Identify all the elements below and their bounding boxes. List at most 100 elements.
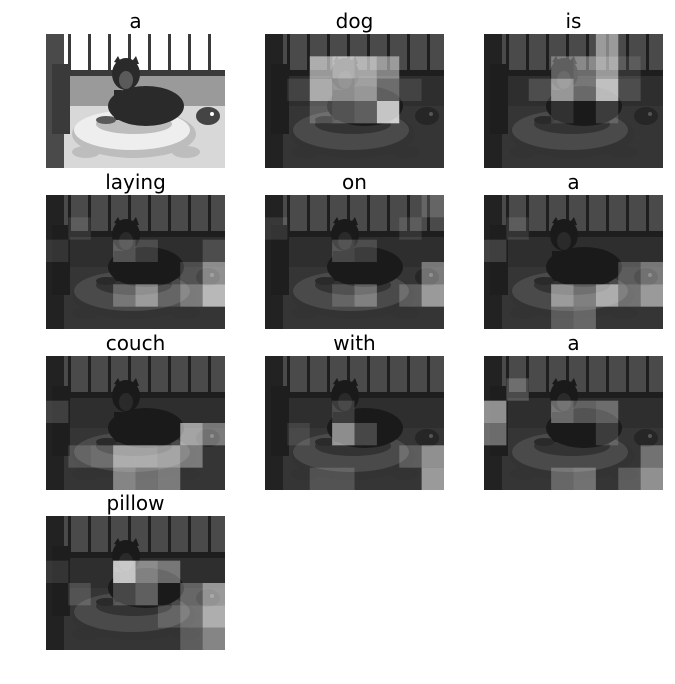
attention-cell <box>90 445 114 468</box>
window-bar <box>68 356 71 396</box>
window-bar <box>148 195 151 235</box>
turtle-eye <box>648 273 652 277</box>
attention-cell <box>309 78 333 101</box>
dog-leg <box>333 90 341 120</box>
attention-cell <box>354 284 377 307</box>
attention-overlay-image <box>484 356 663 490</box>
window-bar <box>626 356 629 396</box>
attention-cell <box>265 217 288 240</box>
window-bar <box>646 34 649 74</box>
attention-cell <box>640 284 663 307</box>
attention-cell <box>309 467 333 490</box>
window-bar <box>387 195 390 235</box>
attention-cell <box>618 284 641 307</box>
dog-ear <box>349 378 358 386</box>
pillow-leg <box>72 146 100 158</box>
dog-leg <box>345 92 353 120</box>
turtle-eye <box>210 273 214 277</box>
window-bar <box>407 34 410 74</box>
turtle-eye <box>429 434 433 438</box>
attention-cell <box>135 445 158 468</box>
dog-ear <box>114 538 122 546</box>
window-bar <box>546 195 549 235</box>
left-cabinet <box>52 386 70 456</box>
turtle-head <box>634 268 658 286</box>
attention-cell <box>157 467 181 490</box>
panel-word: couch <box>105 331 166 355</box>
dog-ear <box>333 378 341 386</box>
dog-ear <box>114 56 122 64</box>
dog-leg <box>564 414 572 442</box>
photo-scene <box>265 195 444 329</box>
attention-overlay-image <box>484 195 663 329</box>
dog-ear <box>333 217 341 225</box>
window-bar <box>168 195 171 235</box>
window-bar <box>367 34 370 74</box>
attention-cell <box>376 56 400 79</box>
window-bar <box>586 356 589 396</box>
photo-scene <box>484 34 663 168</box>
window-bar <box>287 356 290 396</box>
attention-cell <box>595 423 619 446</box>
window-sill <box>283 231 444 237</box>
attention-grid <box>287 400 444 490</box>
window-sill <box>502 70 663 76</box>
attention-cell <box>595 284 619 307</box>
window-bar <box>168 516 171 556</box>
window-bar <box>108 34 111 74</box>
attention-cell <box>68 583 91 606</box>
attention-cell <box>595 400 619 423</box>
attention-cell <box>484 239 507 262</box>
window-bar <box>347 195 350 235</box>
dog-ear <box>552 378 560 386</box>
attention-cell <box>506 217 529 240</box>
dog-leg <box>345 253 353 281</box>
pillow-leg <box>391 146 419 158</box>
window-bar <box>128 195 131 235</box>
attention-overlay-image <box>484 34 663 168</box>
dog-muzzle <box>119 393 133 411</box>
attention-cell <box>421 262 444 285</box>
dog-ear <box>568 56 577 64</box>
turtle-head <box>196 268 220 286</box>
dog-leg <box>564 253 572 281</box>
window-bar <box>566 34 569 74</box>
attention-cell <box>202 284 225 307</box>
photo-scene <box>484 356 663 490</box>
attention-cell <box>113 467 136 490</box>
attention-cell <box>309 101 333 124</box>
attention-cell <box>180 262 203 285</box>
dog-paw <box>96 598 116 606</box>
dog-leg <box>114 251 122 281</box>
window-bar <box>208 356 211 396</box>
attention-cell <box>46 560 69 583</box>
pillow-leg <box>72 468 100 480</box>
window-bar <box>188 356 191 396</box>
window-bar <box>347 356 350 396</box>
window-bar <box>586 34 589 74</box>
window-bar <box>88 34 91 74</box>
dog-paw <box>315 438 335 446</box>
window-bar <box>128 34 131 74</box>
left-cabinet <box>271 64 289 134</box>
window-bar <box>148 356 151 396</box>
left-cabinet <box>271 386 289 456</box>
window-sill <box>64 552 225 558</box>
dog-leg <box>552 412 560 442</box>
dog-paw <box>315 277 335 285</box>
window-bar <box>327 356 330 396</box>
turtle-head <box>415 268 439 286</box>
left-cabinet <box>490 64 508 134</box>
window-bar <box>307 356 310 396</box>
pillow-leg <box>291 468 319 480</box>
attention-cell <box>157 445 181 468</box>
dog-leg <box>126 92 134 120</box>
dog-leg <box>552 90 560 120</box>
attention-grid <box>484 378 663 490</box>
window-bar <box>526 34 529 74</box>
attention-cell <box>113 560 136 583</box>
window-bar <box>646 356 649 396</box>
dog-leg <box>564 92 572 120</box>
attention-cell <box>484 400 507 423</box>
